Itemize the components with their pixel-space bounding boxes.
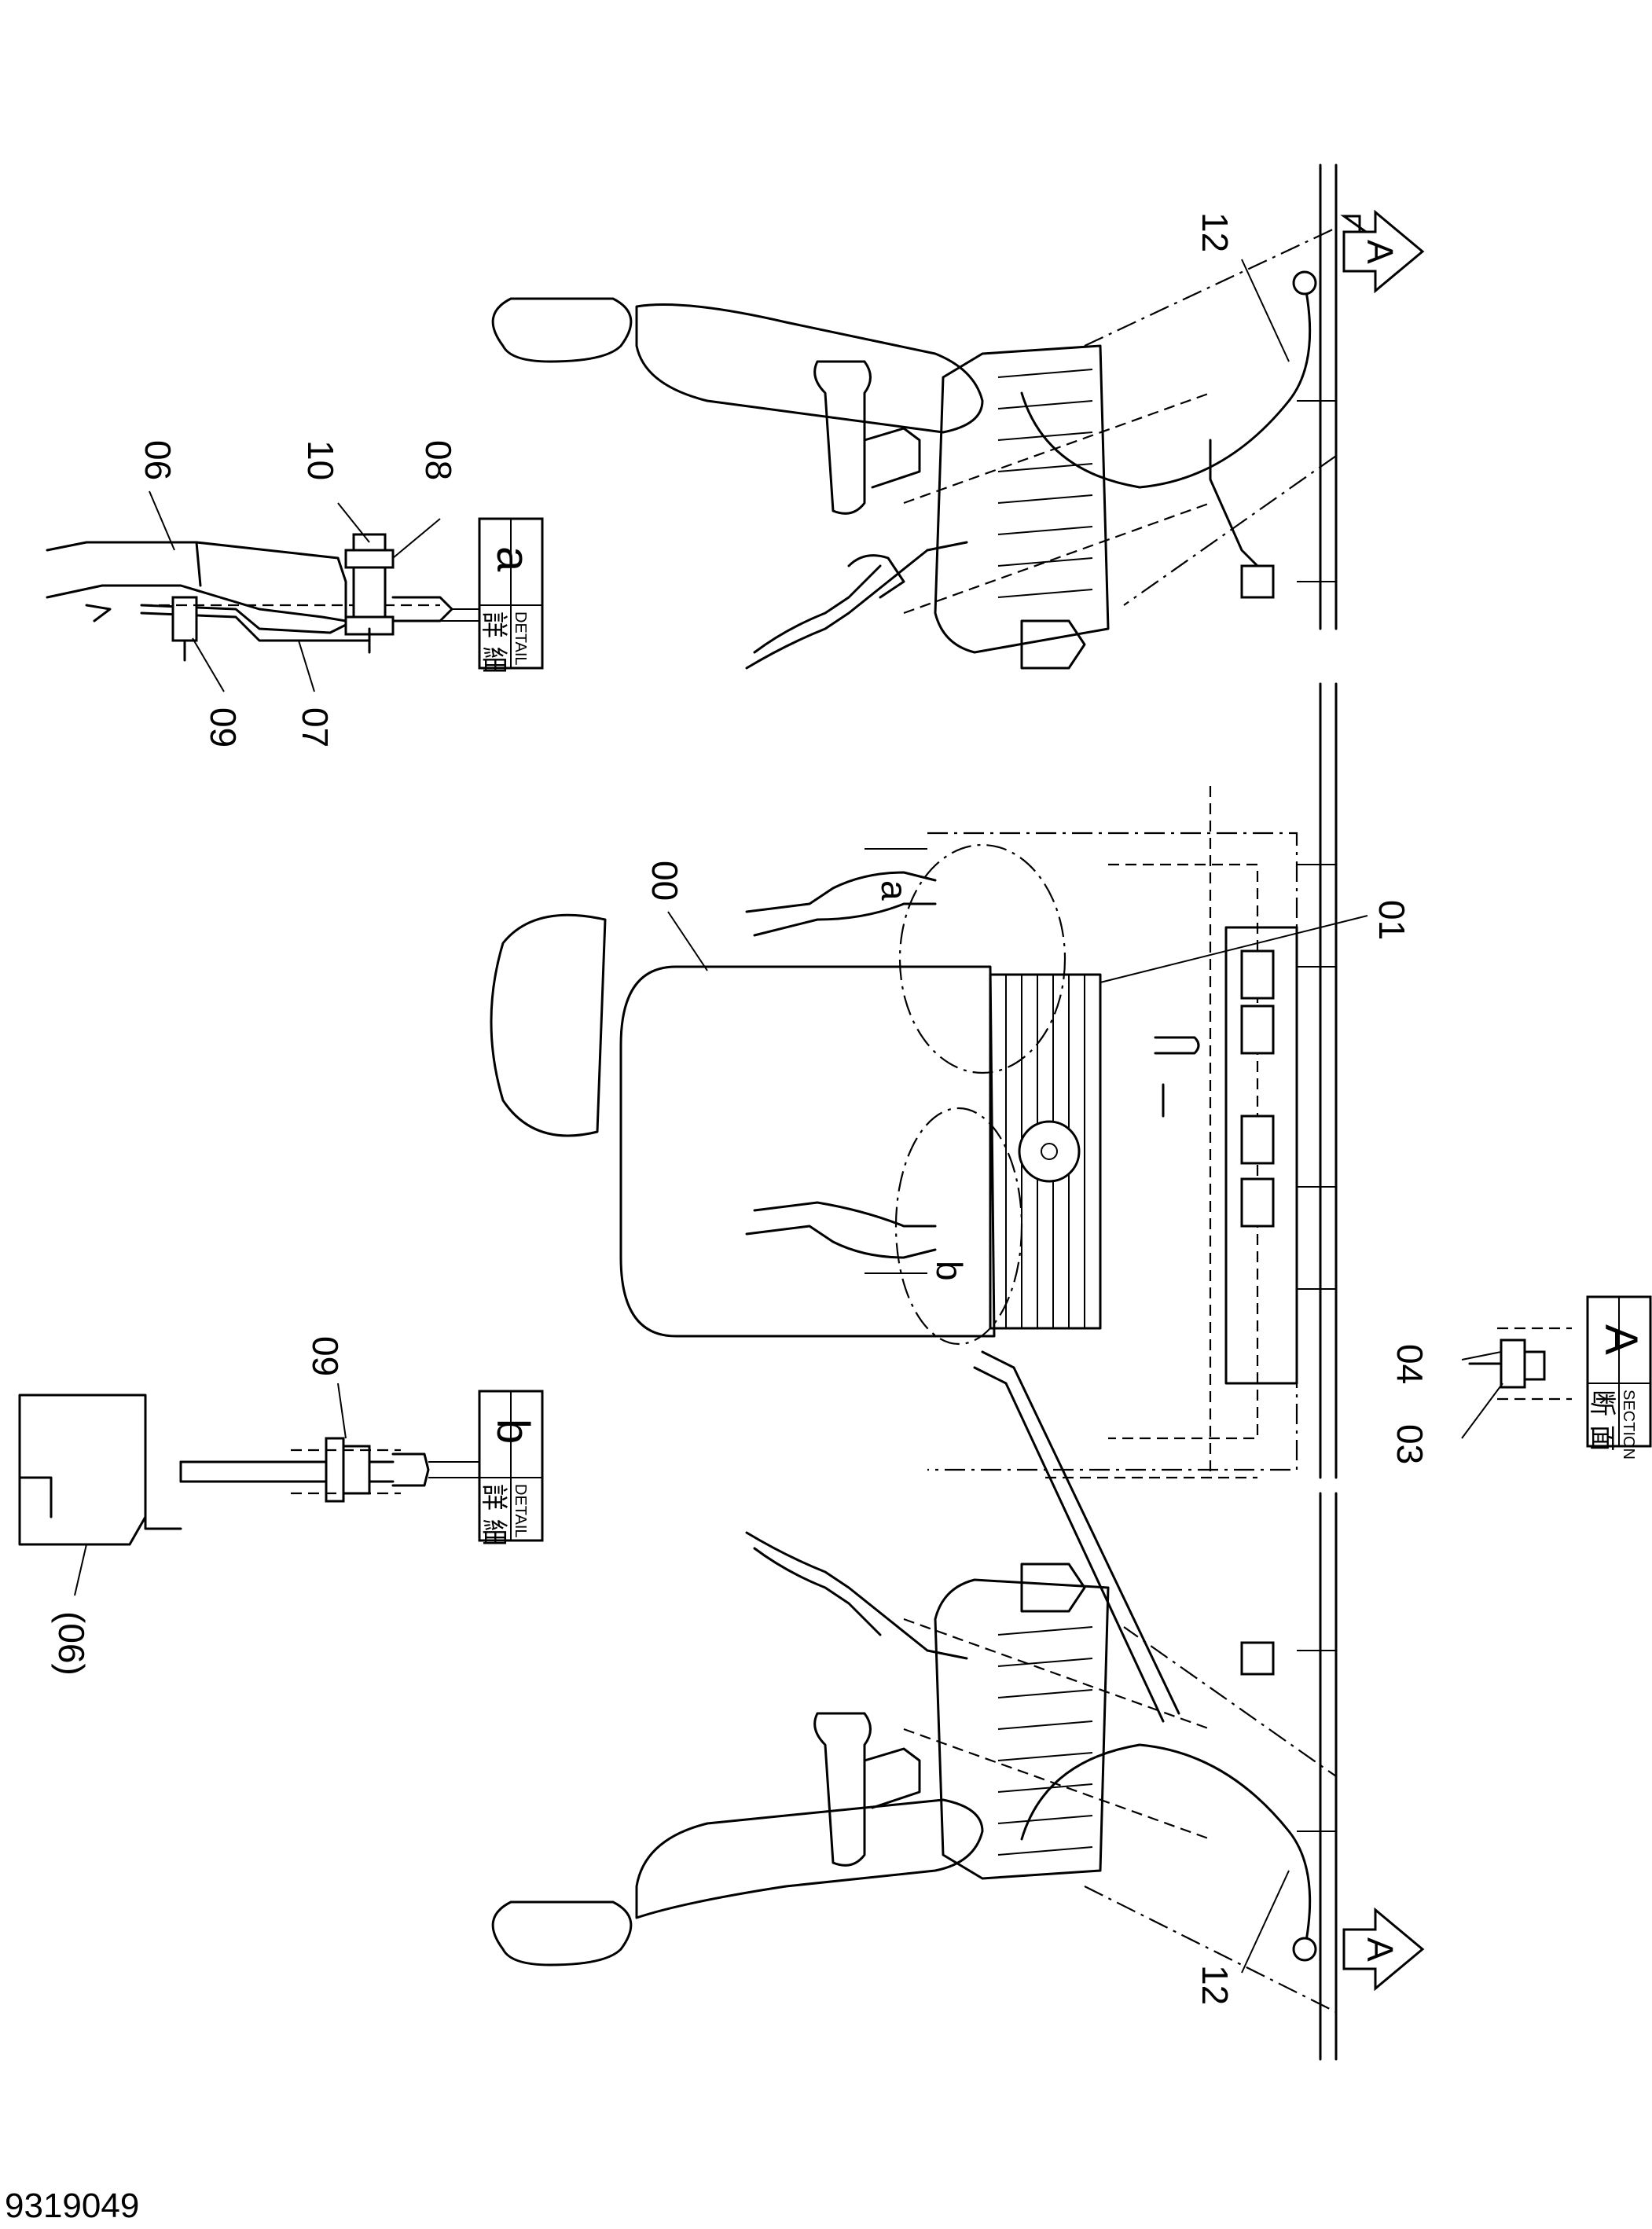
leader-01 — [1099, 915, 1368, 983]
seat-side-view-top — [491, 163, 1338, 670]
detail-b-letter: b — [487, 1419, 538, 1444]
detail-a-cjk: 詳 細 — [478, 611, 509, 674]
callout-06-paren: (06) — [51, 1611, 92, 1676]
leader-04 — [1461, 1351, 1502, 1361]
detail-a-leaders — [149, 490, 441, 692]
detail-a-letter: a — [487, 546, 538, 572]
document-number: 9319049 — [5, 2187, 140, 2225]
callout-08: 08 — [418, 440, 459, 480]
detail-a-view — [46, 533, 487, 662]
detail-b-view — [18, 1394, 487, 1546]
leader-00 — [667, 911, 708, 971]
callout-09-detail-b: 09 — [305, 1336, 346, 1376]
section-arrow-bottom: A — [1342, 1907, 1425, 1992]
detail-b-leader-06 — [74, 1544, 87, 1596]
section-a-title-box: 断 面 SECTION A — [1586, 1295, 1652, 1460]
detail-circle-b-label: b — [929, 1261, 970, 1281]
callout-12-bottom: 12 — [1195, 1965, 1235, 2005]
section-a-word: SECTION — [1620, 1390, 1637, 1460]
section-arrow-bottom-label: A — [1360, 1937, 1401, 1962]
seat-side-view-bottom — [491, 1350, 1338, 2061]
detail-a-word: DETAIL — [512, 611, 529, 666]
leader-03 — [1461, 1383, 1503, 1439]
detail-circle-b — [894, 1107, 1023, 1346]
callout-04: 04 — [1390, 1344, 1430, 1384]
callout-01: 01 — [1371, 900, 1412, 940]
callout-12-top: 12 — [1195, 212, 1235, 252]
section-arrow-top: A — [1340, 209, 1425, 294]
leader-12-bottom — [1241, 1870, 1290, 1974]
detail-b-title-box: 詳 細 DETAIL b — [478, 1390, 544, 1546]
callout-07: 07 — [295, 707, 336, 747]
callout-10: 10 — [300, 440, 341, 480]
detail-b-leader-09 — [337, 1383, 347, 1439]
callout-06: 06 — [138, 440, 178, 480]
detail-circle-a-label: a — [874, 880, 915, 901]
seat-front-view — [490, 682, 1338, 1479]
section-a-view — [1468, 1327, 1572, 1401]
section-a-cjk: 断 面 — [1586, 1390, 1617, 1452]
leader-12-top — [1241, 259, 1290, 362]
detail-a-title-box: 詳 細 DETAIL a — [478, 517, 544, 674]
section-arrow-top-label: A — [1360, 240, 1401, 264]
callout-00: 00 — [644, 861, 685, 901]
detail-b-word: DETAIL — [512, 1484, 529, 1538]
detail-b-cjk: 詳 細 — [478, 1484, 509, 1546]
callout-09-detail-a: 09 — [203, 707, 244, 747]
callout-03: 03 — [1390, 1424, 1430, 1464]
section-a-letter: A — [1595, 1324, 1646, 1355]
detail-circle-a — [898, 843, 1066, 1074]
